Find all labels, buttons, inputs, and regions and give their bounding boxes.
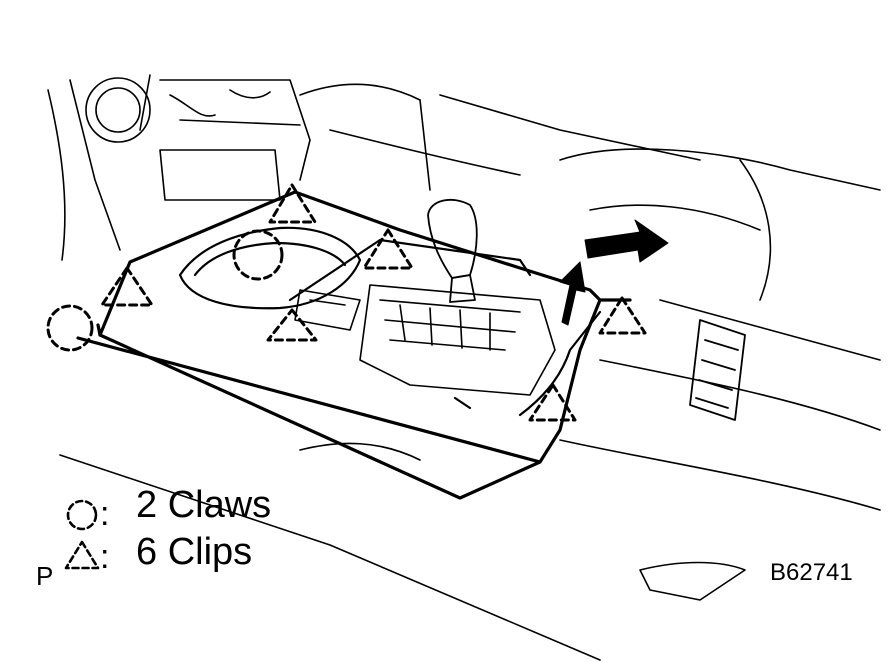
lift-arrow-up: [559, 261, 586, 326]
legend-claws-label: 2 Claws: [136, 484, 272, 526]
air-vent: [689, 319, 746, 421]
legend-claw-separator: :: [100, 495, 110, 533]
claw-marker-left: [46, 304, 94, 352]
clip-marker: [100, 183, 647, 422]
figure-code: B62741: [770, 559, 853, 586]
page-marker: P: [36, 561, 54, 591]
legend-clip-symbol: [64, 540, 100, 570]
pull-arrow-rear: [584, 219, 669, 263]
console-panel-inner: [178, 226, 602, 417]
console-panel-outline: [76, 190, 632, 500]
legend-claw-symbol: [66, 499, 98, 531]
claw-marker-center: [232, 229, 284, 281]
legend-clip-separator: :: [100, 538, 110, 576]
shift-mechanism: [294, 284, 556, 396]
legend-clips-label: 6 Clips: [136, 531, 253, 573]
